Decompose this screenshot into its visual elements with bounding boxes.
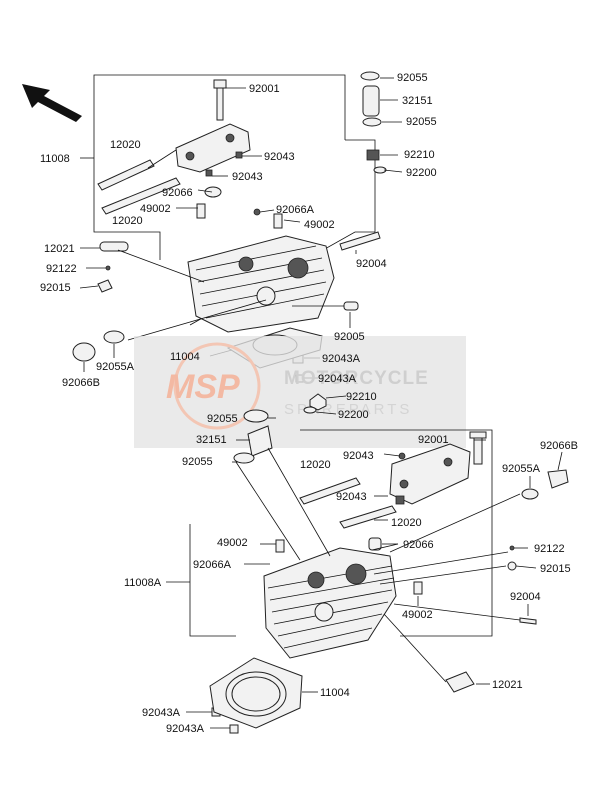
part-label: 11004 [320,687,350,699]
part-label: 92043 [343,450,374,462]
part-label: 92004 [356,258,387,270]
part-label: 12020 [110,139,141,151]
part-label: 92200 [338,409,369,421]
part-label: 12021 [492,679,523,691]
part-label: 92055 [207,413,238,425]
part-label: 92015 [540,563,571,575]
part-label: 12020 [112,215,143,227]
lower-leader-lines [186,395,563,729]
part-label: 49002 [402,609,433,621]
part-label: 92200 [406,167,437,179]
front-arrow-icon [22,84,82,122]
part-label: 92210 [346,391,377,403]
lower-cylinder-head [263,547,397,659]
part-label: 92004 [510,591,541,603]
lower-rocker-cover [389,443,471,505]
part-label: 49002 [304,219,335,231]
upper-tappet-group [360,71,387,174]
part-label: 92055 [182,456,213,468]
lower-head-gasket [209,657,303,729]
part-label: 92066A [193,559,232,571]
part-label: 92210 [404,149,435,161]
part-label: 12021 [44,243,75,255]
part-label: 92066 [162,187,193,199]
part-label: 92043 [232,171,263,183]
part-label: 92122 [534,543,565,555]
part-label: 92066A [276,204,315,216]
part-label: 49002 [217,537,248,549]
part-label: 92043 [264,151,295,163]
part-label: 12020 [300,459,331,471]
lower-assembly-frame [166,429,493,637]
part-label: 32151 [402,95,433,107]
upper-cylinder-head [187,235,335,333]
part-label: 92043A [322,353,361,365]
part-label: 92066B [540,440,578,452]
part-label: 92066 [403,539,434,551]
part-label: 92043A [166,723,205,735]
part-label: 92015 [40,282,71,294]
upper-pushrods [97,159,181,215]
watermark-line1: MOTORCYCLE [284,368,429,389]
upper-rocker-cover [175,123,251,177]
watermark: MSP MOTORCYCLE SPAREPARTS [134,336,466,448]
part-label: 92043A [142,707,181,719]
part-label: 92066B [62,377,100,389]
part-label: 32151 [196,434,227,446]
part-label: 92001 [418,434,449,446]
part-label: 11008 [40,153,70,165]
upper-rocker-bolt [213,79,246,121]
part-label: 92043A [318,373,357,385]
part-label: 92122 [46,263,77,275]
part-label: 92001 [249,83,280,95]
part-label: 92055 [406,116,437,128]
part-label: 11004 [170,351,200,363]
part-label: 92055 [397,72,428,84]
watermark-logo: MSP [166,368,240,406]
part-label: 49002 [140,203,171,215]
part-label: 12020 [391,517,422,529]
part-label: 92005 [334,331,365,343]
part-label: 11008A [124,577,162,589]
part-label: 92055A [96,361,135,373]
part-label: 92055A [502,463,541,475]
part-label: 92043 [336,491,367,503]
lower-small-parts [211,393,569,734]
upper-small-parts [72,186,381,383]
